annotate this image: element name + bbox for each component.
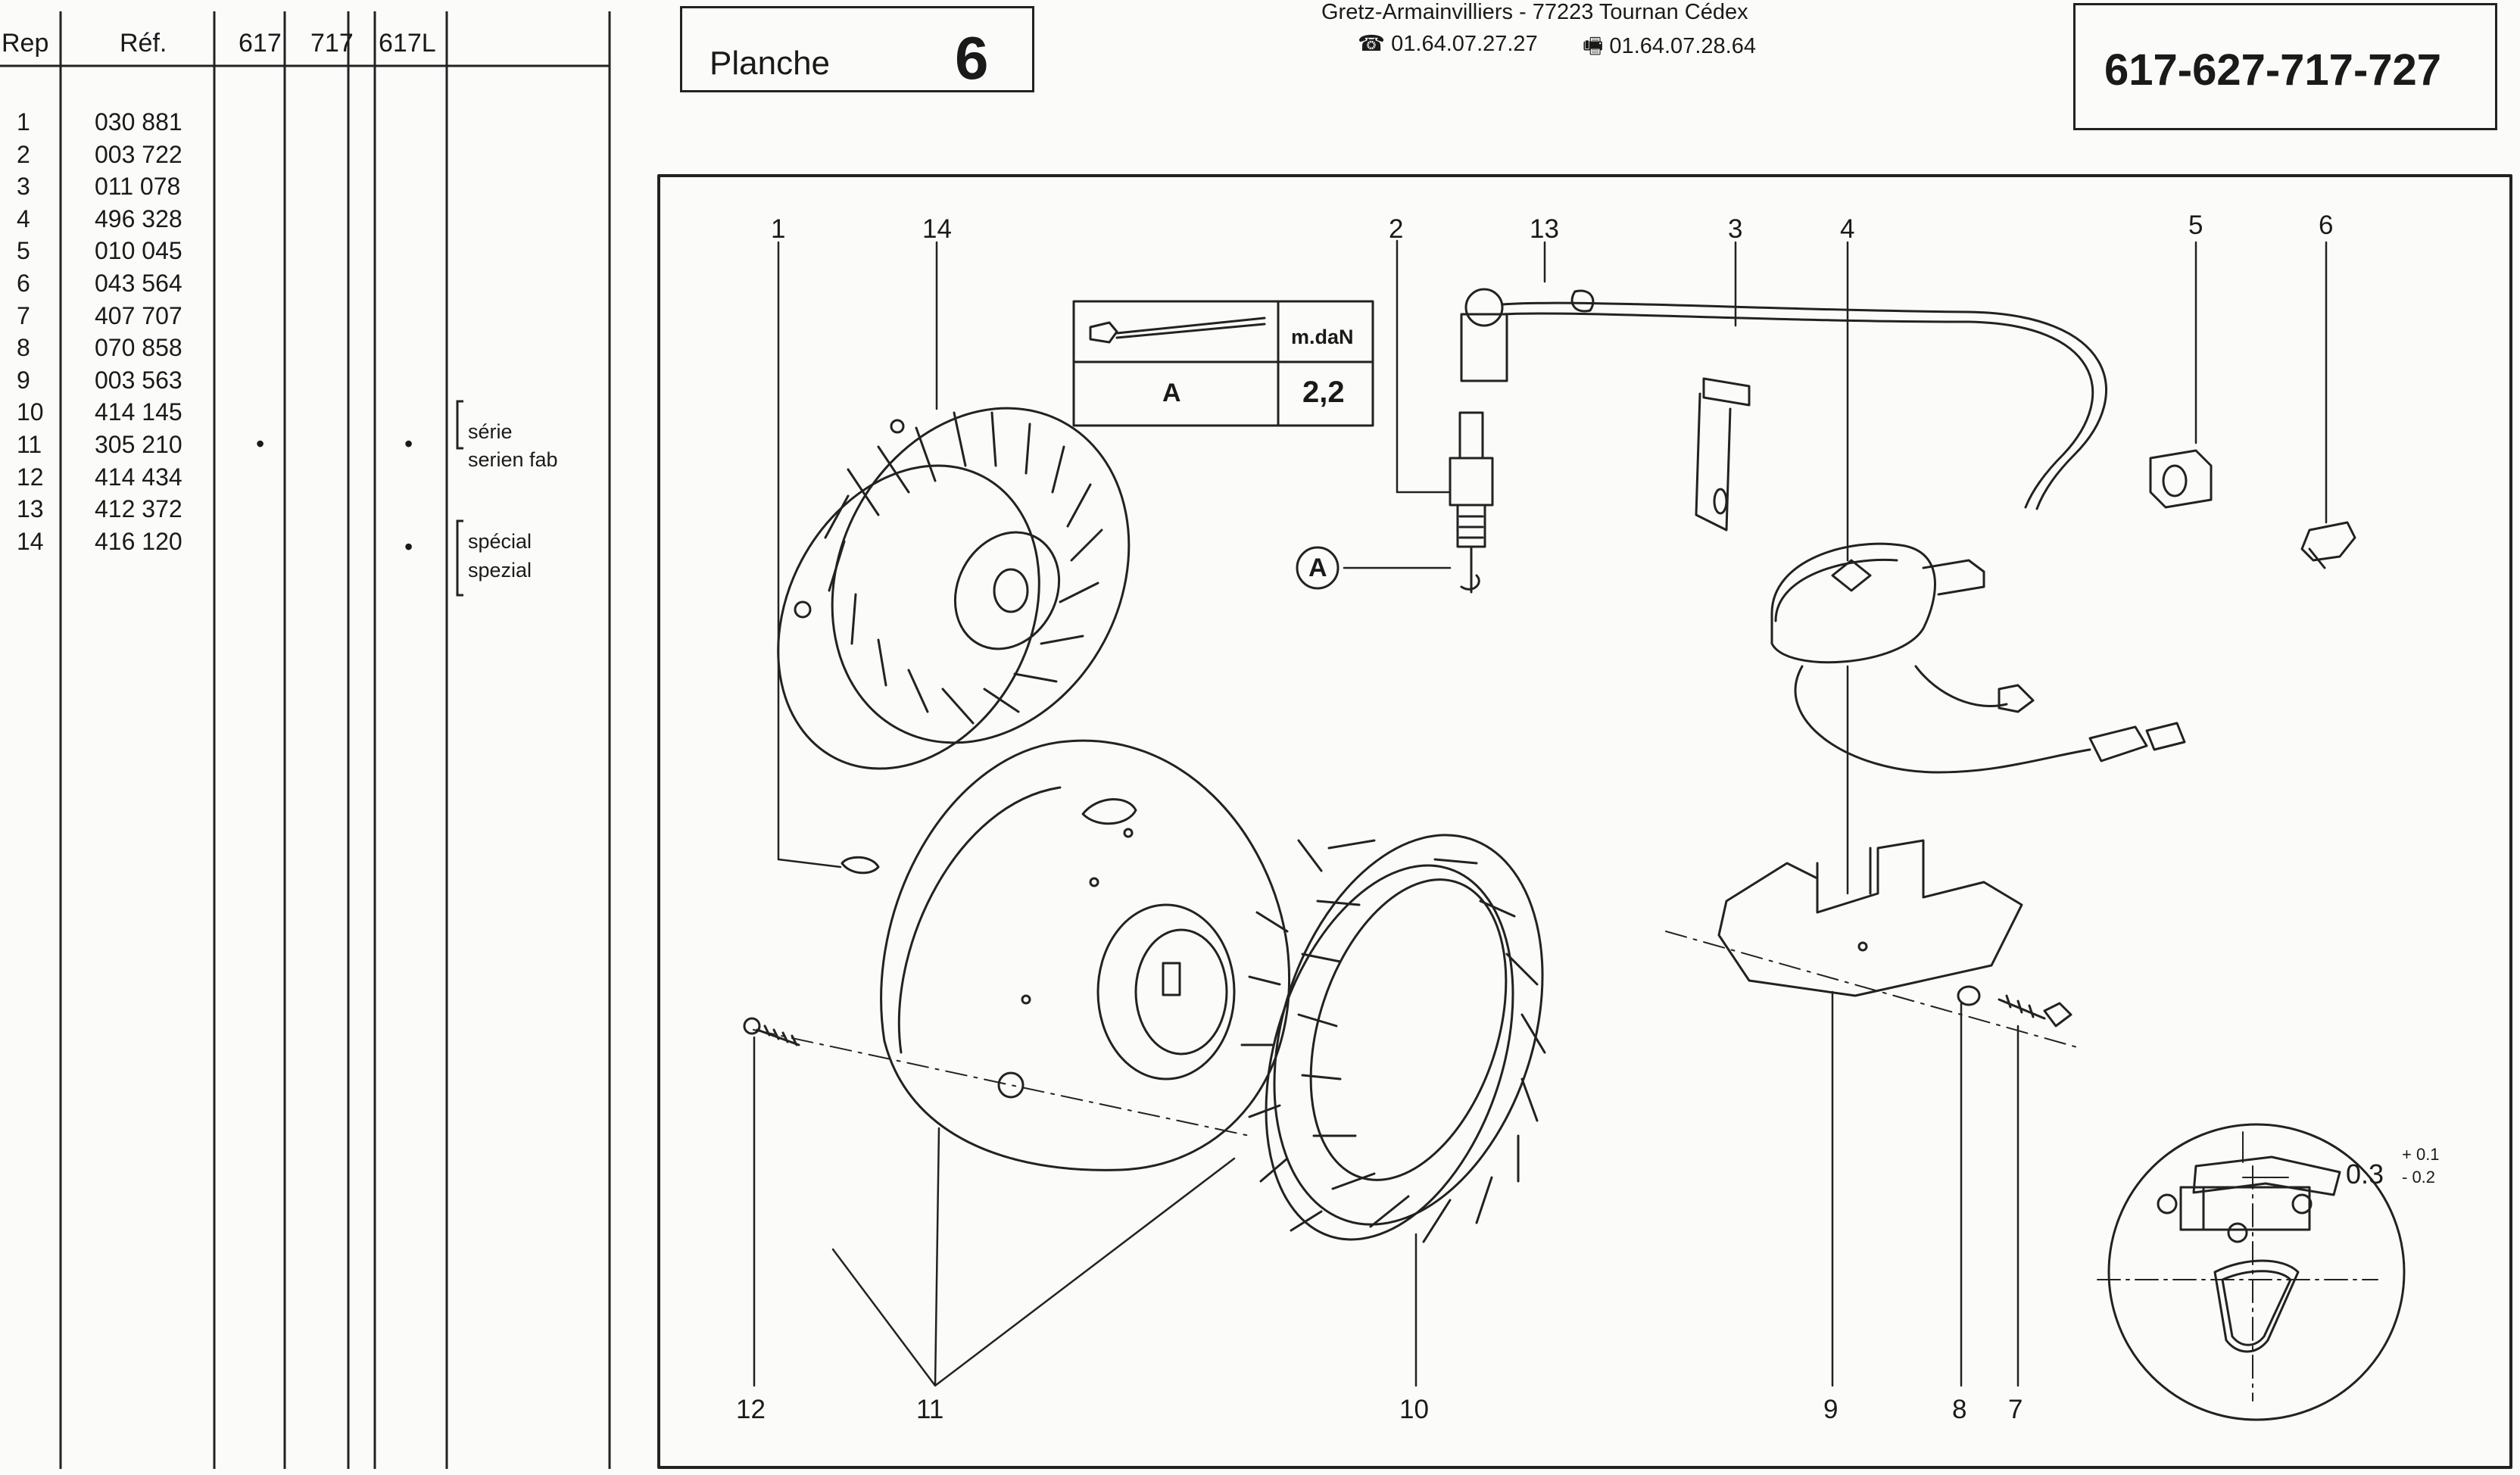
washer-8 <box>1957 985 1981 1006</box>
callout-2: 2 <box>1389 214 1404 244</box>
table-row-ref: 010 045 <box>95 237 182 265</box>
fax-number: 🖷 01.64.07.28.64 <box>1583 34 1756 58</box>
note-serie: série <box>468 420 513 443</box>
table-row-ref: 414 145 <box>95 398 182 426</box>
leader-lines <box>753 239 2328 1387</box>
callout-1: 1 <box>771 214 786 244</box>
parts-table-grid <box>0 11 611 1469</box>
callout-12: 12 <box>736 1395 766 1424</box>
table-row-ref: 496 328 <box>95 204 182 232</box>
note-spezial: spezial <box>468 559 532 582</box>
table-row-rep: 4 <box>17 204 30 232</box>
torque-wrench-icon <box>1089 317 1266 344</box>
callout-7: 7 <box>2008 1395 2023 1424</box>
ht-lead-13 <box>1460 288 2107 510</box>
col-header-ref: Réf. <box>120 29 167 58</box>
address-line: Gretz-Armainvilliers - 77223 Tournan Céd… <box>1321 0 1748 24</box>
table-row-rep: 11 <box>17 431 42 458</box>
flywheel-14 <box>777 407 1131 770</box>
table-row-ref: 003 563 <box>95 366 182 394</box>
spark-plug-2 <box>1449 411 1494 594</box>
gap-value: 0.3 <box>2346 1158 2384 1190</box>
table-row-ref: 412 372 <box>95 495 182 523</box>
woodruff-key-1 <box>841 856 880 875</box>
table-row-rep: 12 <box>17 463 44 491</box>
table-row-rep: 1 <box>17 108 30 136</box>
mark-617l-row-14: • <box>404 533 413 560</box>
col-header-rep: Rep <box>2 29 49 58</box>
table-row-rep: 2 <box>17 140 30 168</box>
table-row-ref: 011 078 <box>95 173 181 201</box>
callout-10: 10 <box>1399 1395 1429 1424</box>
table-row-ref: 407 707 <box>95 301 182 329</box>
gap-tol-plus: + 0.1 <box>2402 1145 2440 1164</box>
callout-9: 9 <box>1823 1395 1839 1424</box>
screw-12 <box>743 1017 800 1046</box>
axis-line <box>753 931 2083 1137</box>
callout-11: 11 <box>916 1395 944 1424</box>
table-row-rep: 6 <box>17 270 30 297</box>
planche-label: Planche <box>710 45 831 82</box>
table-row-ref: 305 210 <box>95 431 182 458</box>
callout-a-circle <box>1296 546 1340 590</box>
table-row-ref: 030 881 <box>95 108 182 136</box>
screw-7 <box>1998 994 2072 1028</box>
callout-8: 8 <box>1952 1395 1967 1424</box>
table-row-ref: 003 722 <box>95 140 182 168</box>
table-row-rep: 9 <box>17 366 30 394</box>
table-row-ref: 414 434 <box>95 463 182 491</box>
lead-clip-3 <box>1695 377 1751 532</box>
table-row-rep: 3 <box>17 173 30 201</box>
grommet-5 <box>2149 449 2213 509</box>
fan-cover-10 <box>1240 834 1546 1243</box>
table-row-ref: 070 858 <box>95 334 182 362</box>
planche-number: 6 <box>955 24 989 92</box>
ignition-coil-4 <box>1770 542 2186 774</box>
stator-plate <box>880 739 1291 1171</box>
callout-4: 4 <box>1840 214 1855 244</box>
callout-a-label: A <box>1308 554 1327 582</box>
callout-3: 3 <box>1728 214 1743 244</box>
planche-box: Planche 6 <box>680 6 1034 92</box>
torque-label-a: A <box>1162 379 1181 407</box>
mark-617l-row-11: • <box>404 430 413 457</box>
phone-number: ☎ 01.64.07.27.27 <box>1358 32 1538 56</box>
col-header-617l: 617L <box>379 29 436 58</box>
table-row-ref: 043 564 <box>95 270 182 297</box>
torque-unit: m.daN <box>1291 326 1354 348</box>
mark-617-row-11: • <box>256 430 265 457</box>
table-row-rep: 10 <box>17 398 44 426</box>
note-special: spécial <box>468 530 532 553</box>
table-row-rep: 5 <box>17 237 30 265</box>
callout-6: 6 <box>2319 210 2334 240</box>
callout-13: 13 <box>1530 214 1559 244</box>
col-header-617: 617 <box>239 29 282 58</box>
models-box: 617-627-717-727 <box>2073 3 2497 130</box>
callout-5: 5 <box>2188 210 2203 240</box>
note-serien-fab: serien fab <box>468 448 558 471</box>
table-row-rep: 14 <box>17 527 44 555</box>
table-row-rep: 13 <box>17 495 44 523</box>
table-row-rep: 7 <box>17 301 30 329</box>
torque-value: 2,2 <box>1302 376 1345 409</box>
clip-6 <box>2300 521 2356 569</box>
gap-tol-minus: - 0.2 <box>2402 1168 2436 1187</box>
table-row-ref: 416 120 <box>95 527 182 555</box>
col-header-717: 717 <box>310 29 354 58</box>
contact-breaker-9 <box>1717 839 2023 997</box>
table-row-rep: 8 <box>17 334 30 362</box>
gap-detail-view <box>2097 1123 2406 1421</box>
model-numbers: 617-627-717-727 <box>2104 45 2442 95</box>
callout-14: 14 <box>922 214 952 244</box>
